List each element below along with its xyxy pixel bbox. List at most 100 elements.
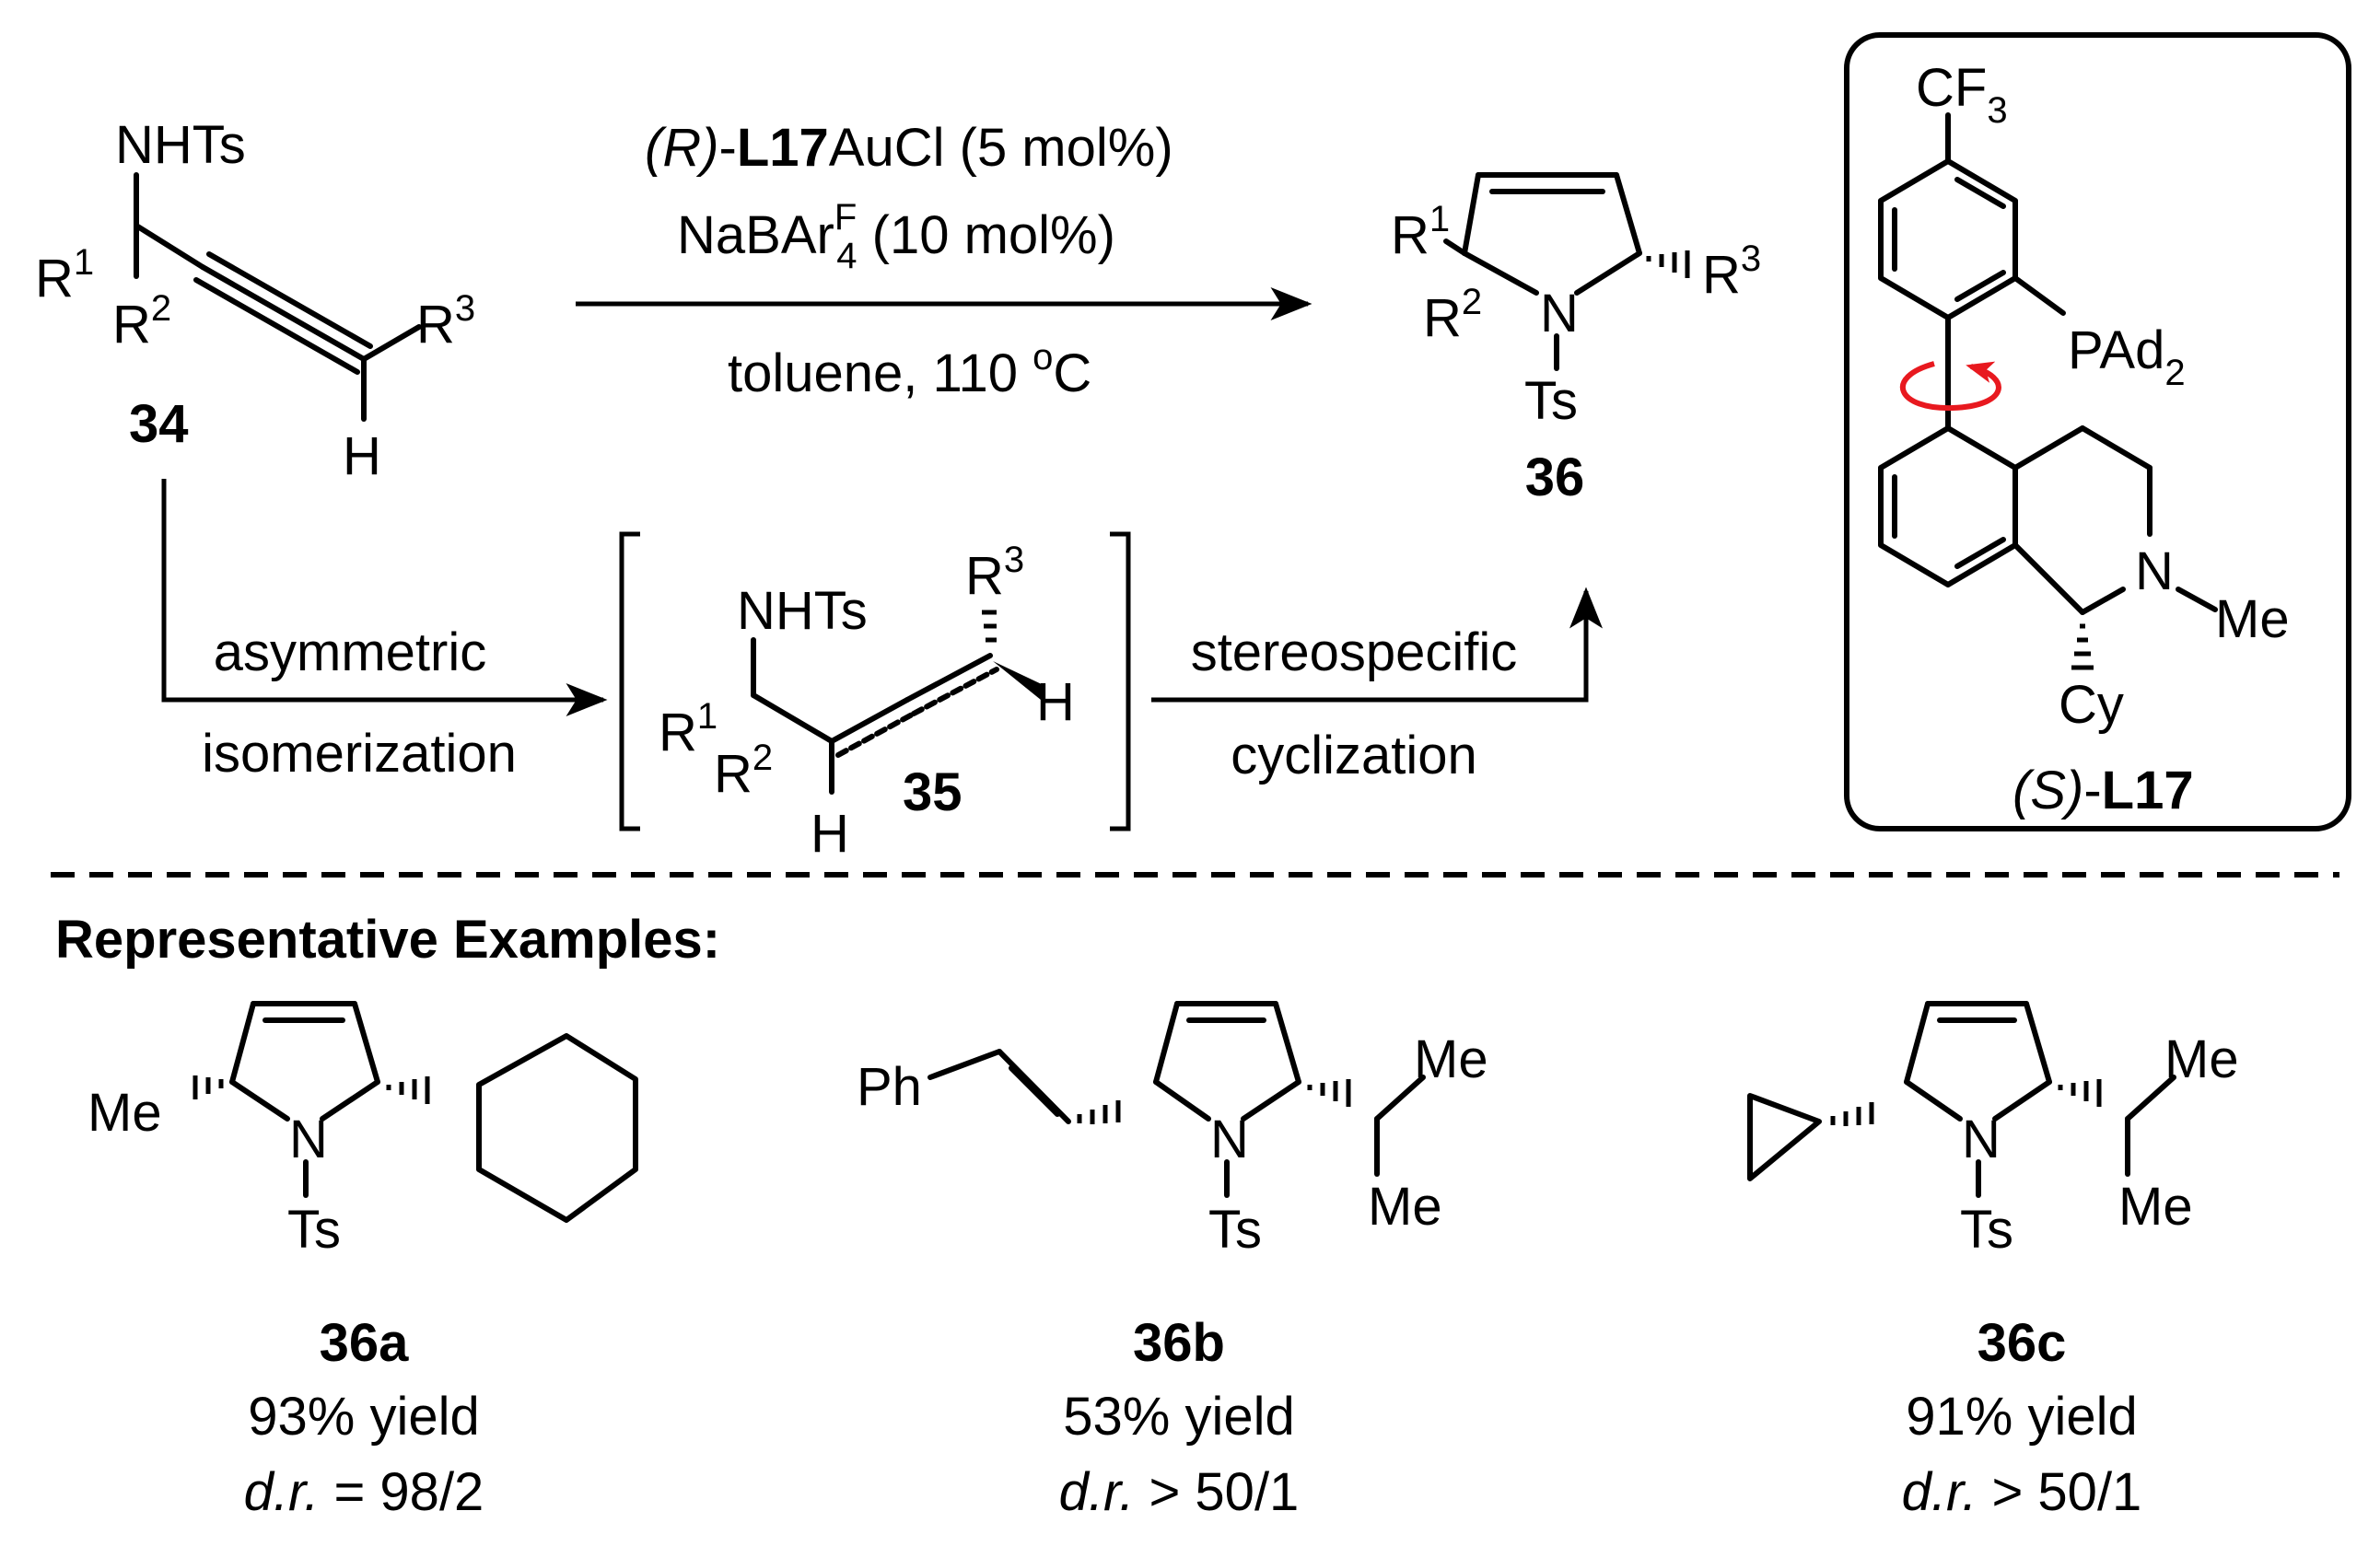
product-r2-label: R2	[1423, 282, 1482, 348]
bond	[1374, 1075, 1426, 1122]
hashed-wedge	[192, 1075, 224, 1099]
bond	[1462, 250, 1539, 296]
bond	[2012, 542, 2085, 615]
bond	[1992, 1079, 2052, 1122]
solid-wedge	[993, 661, 1045, 700]
substrate-34: NHTs R1 R2 R3 H 34	[35, 115, 475, 486]
cf3-label: CF3	[1916, 58, 2008, 131]
hashed-wedge	[386, 1076, 430, 1104]
compound-id-36: 36	[1525, 448, 1585, 507]
bond	[2012, 425, 2085, 471]
axial-rotation-arrow	[1900, 361, 2001, 412]
product-36: R1 R2 R3 N Ts 36	[1391, 172, 1761, 507]
upper-arene-ring	[1878, 158, 2018, 320]
substrate-r1-label: R1	[35, 242, 94, 308]
example-36a-yield: 93% yield	[248, 1387, 479, 1447]
isomerization-arrow	[161, 479, 608, 716]
step2-label-line2: cyclization	[1231, 726, 1477, 785]
bond	[352, 1001, 380, 1085]
lower-arene-ring	[1878, 425, 2018, 587]
left-bracket	[619, 531, 640, 831]
intermediate-r1-label: R1	[659, 696, 718, 762]
cyclization-arrow	[1151, 587, 1603, 703]
bond	[1954, 270, 2006, 302]
bond	[1153, 1079, 1211, 1122]
bond	[1462, 172, 1481, 256]
hashed-wedge	[2058, 1079, 2102, 1107]
example-36a: Me N Ts 36a 93% yield d.r. = 98/2	[88, 1001, 638, 1522]
substrate-r3-label: R3	[416, 288, 475, 355]
example-36b-yield: 53% yield	[1063, 1387, 1294, 1447]
alkyne-bond-1	[200, 264, 367, 362]
bond	[229, 1001, 256, 1085]
solvent-temperature-label: toluene, 110 oC	[728, 337, 1091, 403]
hashed-wedge	[982, 610, 997, 643]
substrate-r2-label: R2	[112, 288, 171, 355]
bond	[1574, 250, 1642, 296]
cyclopropyl-ring	[1747, 1093, 1822, 1181]
ligand-frame	[1844, 32, 2351, 831]
example-36b: Ph N Ts Me Me 36b 53% yield d.r. > 5	[857, 1001, 1488, 1522]
bond	[1153, 1001, 1180, 1085]
allene-bond-2	[835, 711, 916, 758]
bond	[361, 324, 422, 362]
hashed-wedge	[1077, 1100, 1121, 1124]
ligand-box: CF3 PAd2 N Me Cy (S)-L17	[1844, 32, 2351, 831]
example-36b-ts-label: Ts	[1208, 1200, 1262, 1260]
bond	[1954, 537, 2006, 569]
right-bracket	[1110, 531, 1131, 831]
ligand-name-label: (S)-L17	[2012, 761, 2194, 820]
example-36c-dr: d.r. > 50/1	[1902, 1462, 2142, 1522]
allene-bond-3	[904, 653, 993, 703]
bond	[1443, 238, 1467, 256]
step1-label-line1: asymmetric	[214, 622, 486, 682]
bond	[2176, 587, 2218, 612]
product-ts-label: Ts	[1524, 371, 1578, 431]
bond	[1614, 172, 1642, 256]
example-36b-me2-label: Me	[1368, 1177, 1442, 1237]
product-r3-label: R3	[1702, 238, 1761, 305]
bond	[1904, 1079, 1963, 1122]
alkyne-bond-2	[206, 251, 373, 349]
example-36c: N Ts Me Me 36c 91% yield d.r. > 50/1	[1747, 1001, 2239, 1522]
isomerization-pathway: asymmetric isomerization NHTs R1 R2 R3 H…	[161, 479, 1603, 864]
example-36b-me1-label: Me	[1414, 1029, 1488, 1089]
step2-label-line1: stereospecific	[1191, 622, 1518, 682]
substrate-nhts-label: NHTs	[115, 115, 246, 175]
allene-bond-4	[911, 667, 999, 716]
example-36c-me2-label: Me	[2118, 1177, 2193, 1237]
intermediate-r3-label: R3	[965, 540, 1024, 606]
catalyst-label: (R)-L17AuCl (5 mol%)	[645, 118, 1173, 178]
bond	[134, 223, 205, 270]
substrate-h-label: H	[343, 426, 381, 486]
example-36b-ph-label: Ph	[857, 1057, 922, 1117]
bond	[320, 1079, 380, 1122]
step1-label-line2: isomerization	[202, 724, 517, 784]
compound-id-34: 34	[129, 394, 189, 454]
allene-bond-1	[829, 697, 910, 744]
hashed-wedge	[1830, 1102, 1874, 1126]
compound-id-36c: 36c	[1978, 1313, 2067, 1373]
bond	[2080, 587, 2126, 615]
pad2-label: PAd2	[2068, 320, 2186, 393]
example-36c-n-label: N	[1962, 1110, 2001, 1169]
hashed-wedge	[1646, 250, 1690, 278]
bond	[2012, 275, 2066, 316]
ligand-me-label: Me	[2215, 589, 2290, 649]
product-n-label: N	[1540, 284, 1579, 343]
example-36b-dr: d.r. > 50/1	[1059, 1462, 1300, 1522]
bond	[1009, 1065, 1060, 1117]
intermediate-h-top-label: H	[1036, 672, 1075, 732]
examples-heading: Representative Examples:	[55, 910, 720, 970]
compound-id-35: 35	[903, 762, 962, 822]
intermediate-r2-label: R2	[714, 738, 773, 804]
compound-id-36b: 36b	[1133, 1313, 1225, 1373]
cyclohexyl-ring	[476, 1033, 638, 1223]
example-36c-yield: 91% yield	[1906, 1387, 2137, 1447]
example-36a-n-label: N	[289, 1110, 328, 1169]
example-36b-n-label: N	[1210, 1110, 1249, 1169]
bond	[1904, 1001, 1931, 1085]
bond	[751, 692, 834, 744]
